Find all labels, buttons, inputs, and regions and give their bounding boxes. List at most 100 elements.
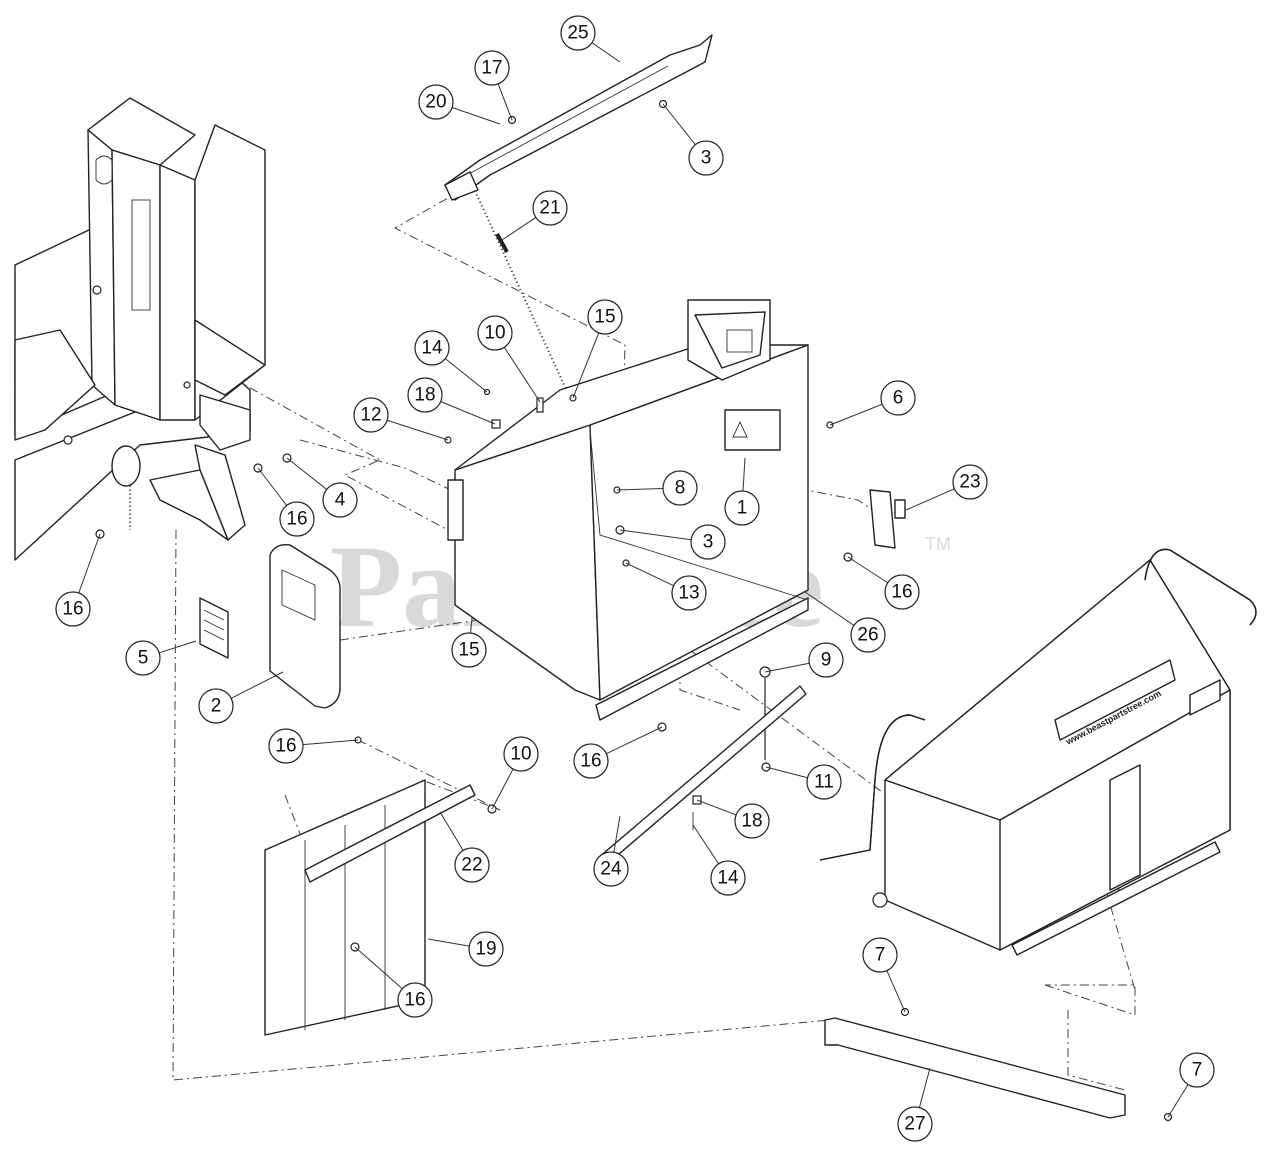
- assembly-line: [357, 739, 501, 811]
- axle-bracket-27: [824, 1007, 1173, 1122]
- callout-bubble: [690, 524, 726, 560]
- clip-18: [491, 419, 501, 429]
- callout-label: 24: [600, 859, 622, 880]
- callout-label: 12: [360, 405, 381, 426]
- assembly-line: [689, 649, 883, 793]
- callout-12: 12: [353, 397, 389, 433]
- callout-leader: [804, 591, 855, 626]
- callout-bubble: [593, 851, 629, 887]
- flap-assembly: [199, 544, 341, 709]
- callout-label: 14: [421, 338, 443, 359]
- callout-label: 7: [875, 945, 886, 966]
- callout-bubble: [884, 574, 920, 610]
- callout-label: 27: [904, 1114, 925, 1135]
- callout-label: 18: [414, 385, 435, 406]
- callout-bubble: [454, 847, 490, 883]
- hopper-fold: [589, 429, 809, 601]
- callout-leader: [427, 938, 470, 947]
- callout-label: 3: [703, 532, 714, 553]
- callout-8: 8: [662, 470, 698, 506]
- callout-15: 15: [451, 632, 487, 668]
- callout-leader: [470, 617, 473, 634]
- callout-17: 17: [474, 50, 510, 86]
- callout-label: 18: [741, 811, 762, 832]
- assembly-line: [172, 529, 831, 1081]
- tower-slot-opening: [131, 199, 151, 311]
- callout-7: 7: [1179, 1052, 1215, 1088]
- assembly-line: [299, 439, 456, 493]
- callout-label: 16: [580, 751, 601, 772]
- callout-18: 18: [734, 803, 770, 839]
- callout-bubble: [573, 743, 609, 779]
- callout-leader: [742, 457, 746, 492]
- warning-decal: [724, 409, 781, 451]
- callout-bubble: [734, 803, 770, 839]
- callout-label: 1: [737, 498, 748, 519]
- callout-leader: [662, 103, 696, 146]
- warning-triangle-icon: [732, 420, 748, 438]
- frame-bracket: [199, 394, 251, 451]
- callout-9: 9: [808, 642, 844, 678]
- callout-label: 5: [138, 648, 149, 669]
- callout-bubble: [322, 482, 358, 518]
- callout-bubble: [587, 299, 623, 335]
- frame-bolt: [63, 435, 73, 445]
- callout-13: 13: [671, 575, 707, 611]
- frame-brace: [149, 469, 229, 541]
- callout-label: 23: [959, 472, 980, 493]
- callout-bubble: [503, 736, 539, 772]
- callout-leader: [847, 556, 889, 584]
- callout-16: 16: [573, 743, 609, 779]
- callout-27: 27: [897, 1106, 933, 1142]
- callout-bubble: [808, 642, 844, 678]
- callout-leader: [829, 403, 883, 426]
- callout-19: 19: [468, 931, 504, 967]
- assembly-line: [199, 359, 449, 531]
- latch-plate: [869, 489, 896, 549]
- callout-leader: [440, 401, 496, 425]
- callout-leader: [78, 533, 101, 594]
- frame-tube-end: [111, 445, 141, 487]
- callout-label: 19: [475, 939, 496, 960]
- callout-3: 3: [690, 524, 726, 560]
- callout-leader: [1167, 1084, 1189, 1118]
- callout-bubble: [474, 50, 510, 86]
- callout-leader: [354, 946, 403, 990]
- callout-7: 7: [862, 937, 898, 973]
- tower-base: [194, 319, 266, 396]
- callout-label: 20: [425, 92, 446, 113]
- callout-bubble: [279, 501, 315, 537]
- callout-label: 7: [1192, 1060, 1203, 1081]
- callout-bubble: [671, 575, 707, 611]
- callout-label: 14: [717, 868, 739, 889]
- callout-leader: [159, 640, 197, 654]
- cart-handle-inner: [819, 714, 926, 861]
- callout-label: 10: [510, 744, 531, 765]
- catch-cart: www.beastpartstree.com: [819, 548, 1257, 956]
- callout-bubble: [532, 190, 568, 226]
- bolt-10: [536, 397, 544, 413]
- callout-leader: [905, 488, 955, 511]
- callout-1: 1: [724, 490, 760, 526]
- callout-leader: [765, 766, 808, 779]
- grille-slat: [203, 629, 225, 641]
- callout-leader: [606, 726, 663, 755]
- callout-16: 16: [884, 574, 920, 610]
- callout-5: 5: [125, 640, 161, 676]
- hopper-housing: [447, 299, 809, 721]
- callout-20: 20: [418, 84, 454, 120]
- callout-bubble: [268, 728, 304, 764]
- callout-14: 14: [414, 330, 450, 366]
- callout-leader: [918, 1067, 931, 1108]
- latch-tab: [894, 499, 906, 519]
- callout-label: 15: [594, 307, 615, 328]
- callout-bubble: [353, 397, 389, 433]
- callout-16: 16: [279, 501, 315, 537]
- callout-leader: [230, 671, 284, 699]
- callout-label: 11: [814, 772, 834, 793]
- callout-label: 22: [461, 855, 482, 876]
- callout-leader: [286, 457, 327, 490]
- tower-left-face: [87, 129, 116, 406]
- callout-label: 13: [678, 583, 699, 604]
- callout-11: 11: [806, 764, 842, 800]
